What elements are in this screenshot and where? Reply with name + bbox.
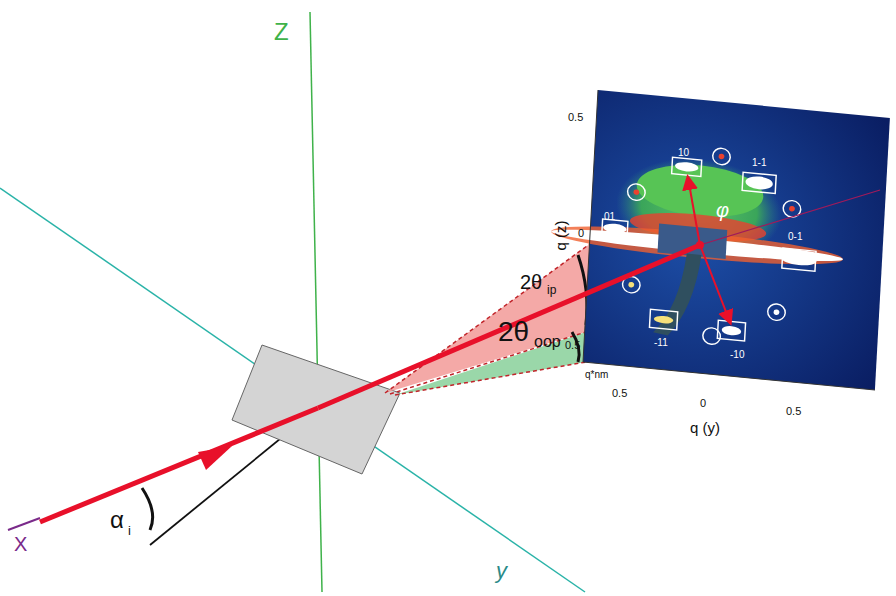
tick-label: 0.5 xyxy=(568,112,583,123)
unit-label: q*nm xyxy=(585,370,608,380)
tick-label: 0.5 xyxy=(565,340,580,351)
angle-label: 2θ xyxy=(498,318,529,346)
subscript: i xyxy=(128,524,131,537)
subscript: oop xyxy=(534,334,561,350)
tick-label: 0 xyxy=(578,228,584,239)
q-vector xyxy=(688,178,700,245)
axis-title: q (z) xyxy=(553,221,568,251)
peak-index: 1-1 xyxy=(752,158,766,168)
peak-index: 01 xyxy=(604,212,615,222)
axis-label: X xyxy=(14,534,27,554)
scattered-beam xyxy=(318,245,700,408)
tick-label: 0.5 xyxy=(612,388,627,399)
detector-image xyxy=(544,86,890,390)
peak-index: 10 xyxy=(678,148,689,158)
tick-label: 0 xyxy=(700,398,706,409)
angle-label: 2θ xyxy=(520,272,542,292)
y-axis xyxy=(0,188,585,592)
axis-label: y xyxy=(496,560,507,582)
x-axis xyxy=(8,518,40,530)
tick-label: 0.5 xyxy=(786,406,801,417)
beam-arrowhead xyxy=(198,446,232,470)
peak-index: -11 xyxy=(654,338,668,348)
axis-label: Z xyxy=(274,20,289,44)
peak-index: 0-1 xyxy=(788,232,802,242)
angle-symbol: φ xyxy=(716,200,729,220)
incident-beam xyxy=(40,408,318,522)
subscript: ip xyxy=(547,284,556,296)
q-vector xyxy=(700,245,730,322)
angle-symbol: α xyxy=(110,508,124,532)
peak-index: -10 xyxy=(730,350,744,360)
angle-arc xyxy=(142,488,153,530)
axis-title: q (y) xyxy=(690,420,720,435)
z-axis xyxy=(310,12,322,592)
